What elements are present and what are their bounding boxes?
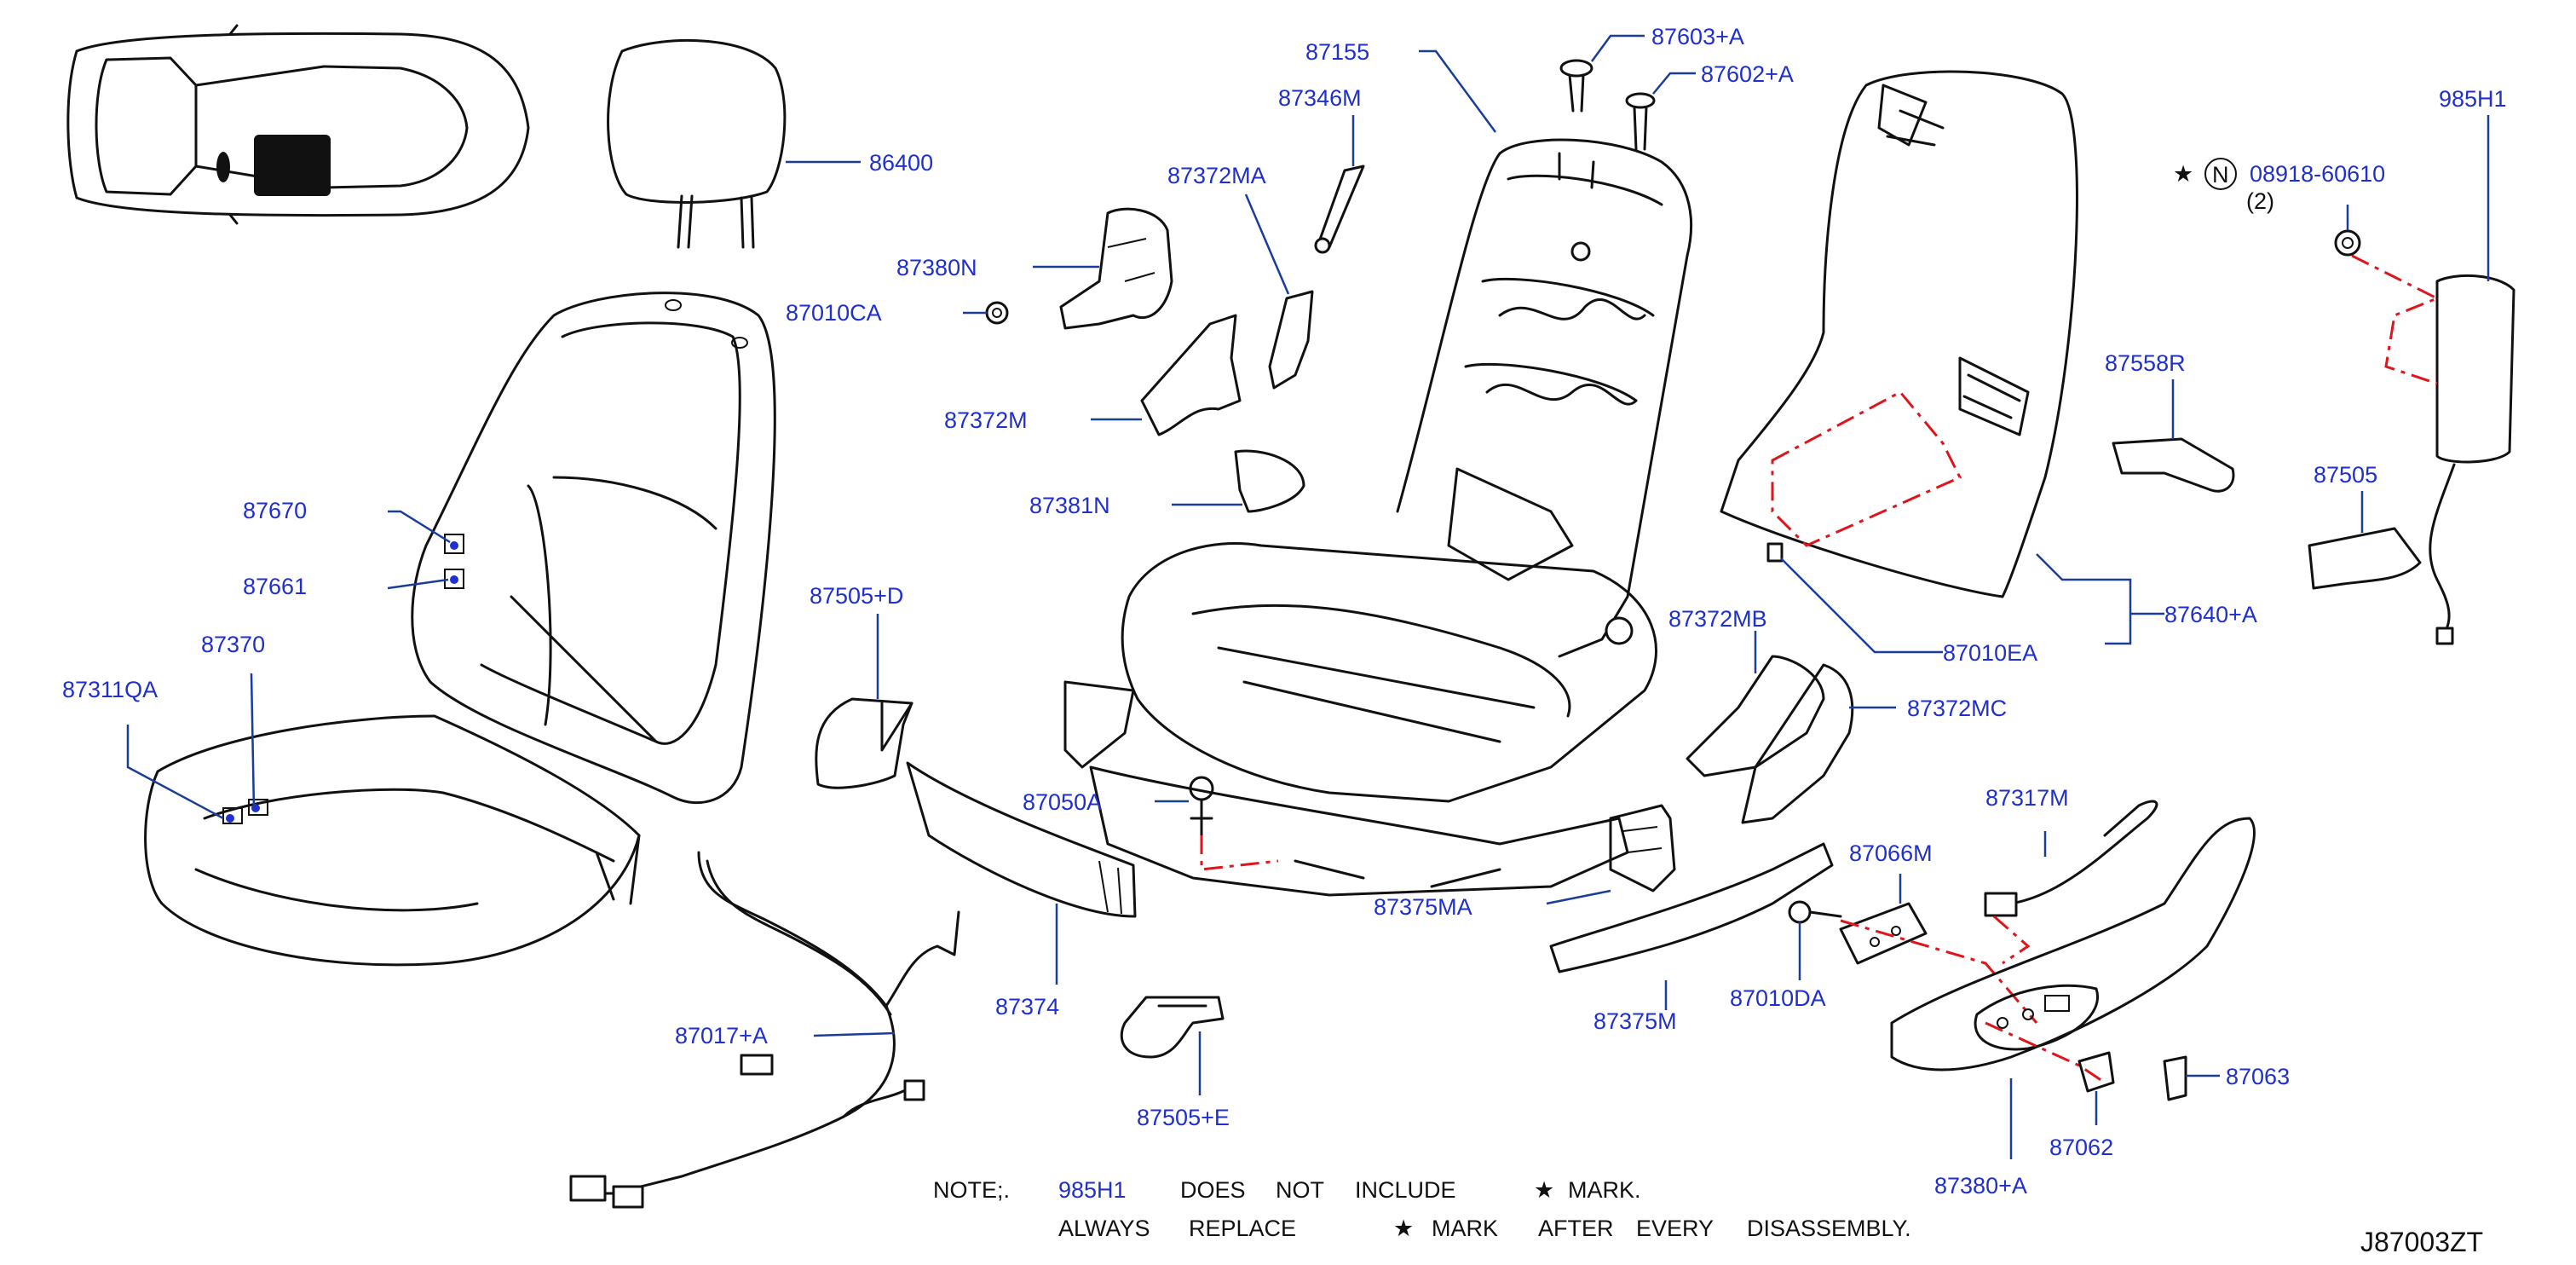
seat-back-trim (411, 292, 776, 805)
label-87010ea: 87010EA (1943, 640, 2037, 666)
label-87062: 87062 (2049, 1135, 2113, 1160)
seat-frame-87155 (1063, 49, 1692, 897)
note-l2b: REPLACE (1189, 1216, 1296, 1241)
cover-87505e (1120, 996, 1225, 1095)
label-87558r: 87558R (2105, 350, 2186, 376)
star-mark-icon: ★ (2173, 161, 2193, 187)
screw-87010da (1788, 900, 1842, 980)
nut-08918-60610 (2334, 205, 2361, 257)
label-87017a: 87017+A (675, 1023, 768, 1048)
label-87374: 87374 (995, 994, 1059, 1020)
label-87372ma: 87372MA (1167, 163, 1266, 188)
note-prefix: NOTE;. (933, 1177, 1010, 1203)
note-part: 985H1 (1058, 1177, 1127, 1203)
label-87380a: 87380+A (1934, 1173, 2027, 1199)
label-87505d: 87505+D (810, 583, 903, 609)
cover-87505 (2308, 491, 2422, 590)
label-87346m: 87346M (1278, 85, 1362, 111)
cover-87558r (2112, 379, 2235, 493)
note-star1: ★ (1534, 1177, 1554, 1203)
lever-87346m (1314, 115, 1365, 254)
label-87063: 87063 (2226, 1064, 2290, 1089)
side-cover-87380a (1890, 817, 2256, 1159)
label-87372m: 87372M (944, 407, 1028, 433)
seat-cushion-trim (144, 714, 641, 967)
bracket-87372m (1091, 314, 1242, 436)
note-star2: ★ (1393, 1216, 1414, 1241)
label-08918-60610: 08918-60610 (2250, 161, 2385, 187)
note-w4: MARK. (1568, 1177, 1641, 1203)
cover-87381n (1172, 449, 1305, 513)
label-87640a: 87640+A (2164, 602, 2257, 627)
bracket-87372mb (1686, 631, 1825, 777)
label-87602a: 87602+A (1701, 61, 1794, 87)
finisher-87374 (906, 761, 1137, 985)
bracket-87372ma (1244, 194, 1314, 390)
label-87317m: 87317M (1985, 785, 2069, 811)
cover-87375m (1549, 842, 1834, 1010)
note-w3: INCLUDE (1355, 1177, 1456, 1203)
label-87670: 87670 (243, 498, 307, 523)
car-location-icon (66, 24, 530, 225)
label-87661: 87661 (243, 574, 307, 599)
note-w1: DOES (1180, 1177, 1246, 1203)
note-l2d: AFTER (1538, 1216, 1614, 1241)
diagram-code: J87003ZT (2360, 1227, 2483, 1257)
cover-87505d (815, 614, 913, 789)
airbag-module-985h1 (2351, 115, 2515, 645)
n-circle-letter: N (2212, 162, 2229, 188)
note-w2: NOT (1276, 1177, 1324, 1203)
headrest-86400 (607, 38, 861, 249)
seatback-trim-87640a (1720, 70, 2164, 645)
label-87370: 87370 (201, 632, 265, 657)
label-87372mb: 87372MB (1668, 606, 1767, 632)
label-87010ca: 87010CA (786, 300, 882, 326)
note-l2c: MARK (1432, 1216, 1498, 1241)
label-87050a: 87050A (1023, 789, 1102, 815)
label-87603a: 87603+A (1651, 24, 1744, 49)
label-86400: 86400 (869, 150, 933, 176)
bolt-87050a (1155, 776, 1279, 871)
knob-87063 (2163, 1055, 2220, 1101)
clip-87603a (1559, 34, 1645, 113)
label-87155: 87155 (1305, 39, 1369, 65)
clip-87010ea (1766, 542, 1943, 654)
label-08918-qty: (2) (2246, 188, 2274, 214)
knob-87062 (2078, 1051, 2115, 1125)
note-l2e: EVERY (1636, 1216, 1714, 1241)
footnote: NOTE;. 985H1 DOES NOT INCLUDE ★ MARK. AL… (933, 1177, 1911, 1241)
label-87375m: 87375M (1593, 1008, 1677, 1034)
label-87505e: 87505+E (1137, 1105, 1230, 1130)
label-985h1: 985H1 (2439, 86, 2507, 112)
switch-87066m (1839, 874, 2038, 1024)
label-87381n: 87381N (1029, 493, 1110, 518)
label-87311qa: 87311QA (62, 677, 158, 702)
cover-87375ma (1546, 804, 1676, 905)
label-87380n: 87380N (896, 255, 977, 280)
nut-87010ca (963, 301, 1009, 325)
cover-87380n (1033, 207, 1173, 330)
harness-87317m (1984, 800, 2158, 965)
label-87375ma: 87375MA (1374, 894, 1472, 920)
label-87066m: 87066M (1849, 840, 1933, 866)
wire-harness-87017a (569, 851, 960, 1209)
label-87372mc: 87372MC (1907, 696, 2007, 721)
n-circle-icon (2204, 158, 2237, 190)
label-87010da: 87010DA (1730, 985, 1826, 1011)
clip-87602a (1625, 72, 1696, 151)
note-l2f: DISASSEMBLY. (1747, 1216, 1911, 1241)
label-87505: 87505 (2314, 462, 2377, 488)
note-l2a: ALWAYS (1058, 1216, 1150, 1241)
bracket-87372mc (1741, 663, 1896, 824)
